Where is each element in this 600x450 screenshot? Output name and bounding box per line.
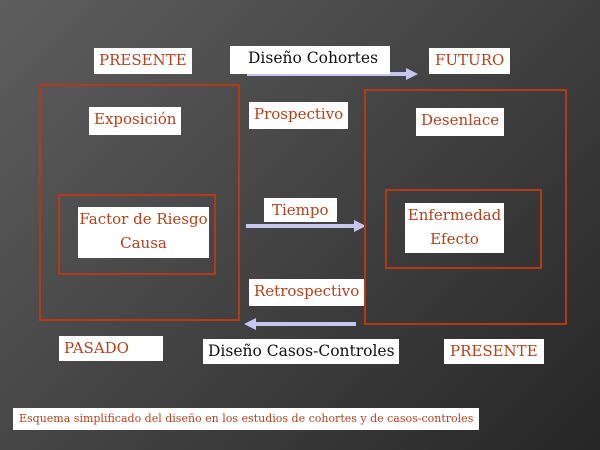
outcome-text: Desenlace bbox=[421, 111, 500, 129]
outcome-label: Desenlace bbox=[416, 108, 505, 136]
presente-label-bottom: PRESENTE bbox=[444, 339, 544, 364]
time-text: Tiempo bbox=[272, 201, 329, 219]
cohort-arrow bbox=[247, 68, 418, 80]
prospective-label: Prospectivo bbox=[249, 102, 349, 129]
case-control-design-label: Diseño Casos-Controles bbox=[203, 339, 399, 364]
exposure-text: Exposición bbox=[94, 110, 177, 128]
retrospective-text: Retrospectivo bbox=[254, 282, 360, 300]
exposure-label: Exposición bbox=[89, 107, 182, 135]
disease-line2: Efecto bbox=[430, 230, 479, 248]
disease-label: Enfermedad Efecto bbox=[405, 203, 504, 253]
risk-factor-line1: Factor de Riesgo bbox=[79, 210, 208, 228]
risk-factor-label: Factor de Riesgo Causa bbox=[78, 207, 209, 258]
future-region-frame bbox=[364, 89, 567, 325]
pasado-text: PASADO bbox=[64, 339, 129, 357]
presente-label-top-text: PRESENTE bbox=[99, 51, 187, 69]
case-control-arrow bbox=[244, 318, 356, 330]
cohort-design-label: Diseño Cohortes bbox=[230, 46, 391, 74]
case-control-design-text: Diseño Casos-Controles bbox=[208, 342, 395, 360]
disease-line1: Enfermedad bbox=[407, 206, 502, 224]
futuro-label: FUTURO bbox=[429, 48, 511, 74]
futuro-text: FUTURO bbox=[435, 51, 505, 69]
disease-frame bbox=[385, 189, 542, 269]
risk-factor-frame bbox=[58, 194, 216, 275]
presente-label-top: PRESENTE bbox=[94, 48, 192, 74]
risk-factor-line2: Causa bbox=[120, 234, 167, 252]
time-arrow bbox=[246, 220, 366, 232]
pasado-label: PASADO bbox=[59, 336, 163, 361]
past-region-frame bbox=[39, 84, 240, 321]
diagram-caption: Esquema simplificado del diseño en los e… bbox=[13, 408, 480, 430]
cohort-design-text: Diseño Cohortes bbox=[248, 49, 379, 67]
presente-label-bottom-text: PRESENTE bbox=[450, 342, 538, 360]
time-label: Tiempo bbox=[264, 198, 337, 222]
retrospective-label: Retrospectivo bbox=[249, 279, 365, 306]
prospective-text: Prospectivo bbox=[254, 105, 344, 123]
